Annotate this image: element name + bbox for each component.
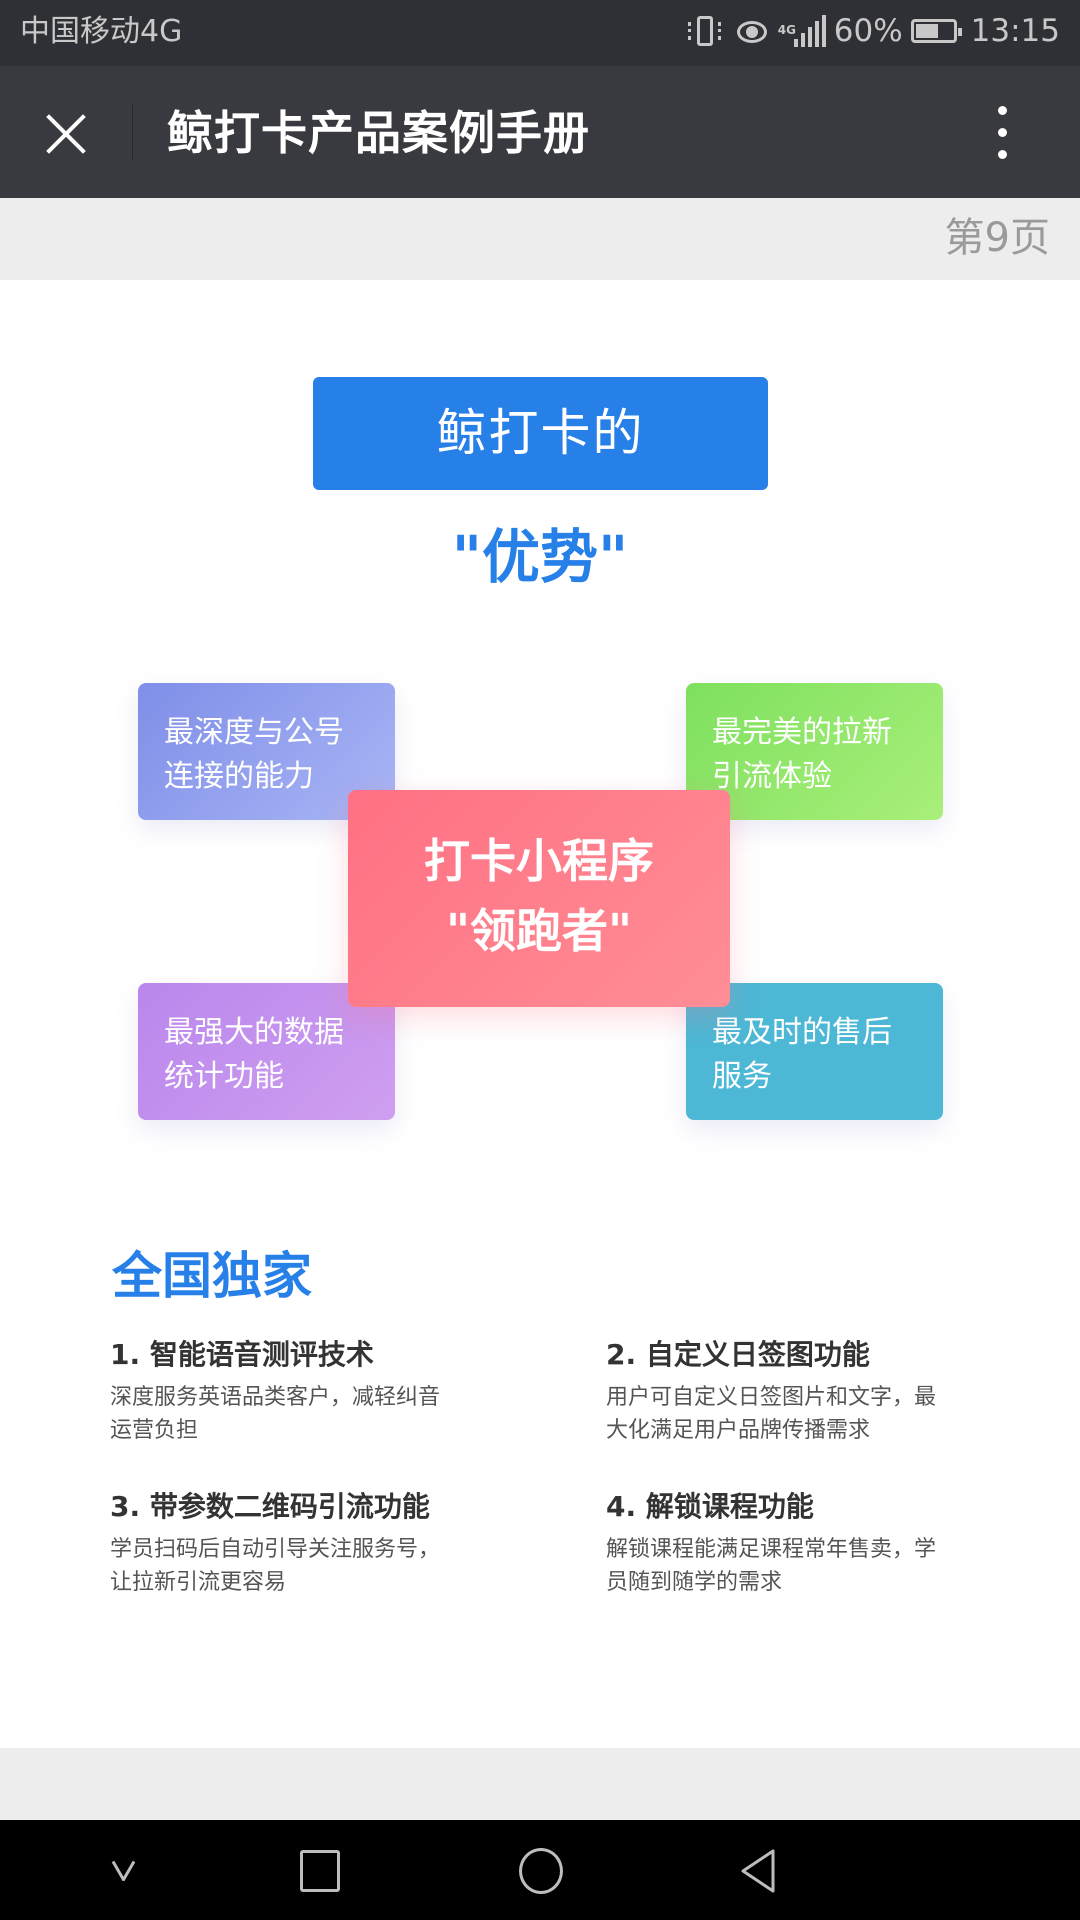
feature-item: 2. 自定义日签图功能 用户可自定义日签图片和文字，最大化满足用户品牌传播需求 xyxy=(606,1335,1006,1447)
exclusive-title: 全国独家 xyxy=(112,1247,312,1305)
feature-desc: 学员扫码后自动引导关注服务号，让拉新引流更容易 xyxy=(110,1537,441,1595)
feature-desc: 用户可自定义日签图片和文字，最大化满足用户品牌传播需求 xyxy=(606,1385,937,1443)
status-icons: 4G 60% 13:15 xyxy=(686,12,1060,50)
clock: 13:15 xyxy=(970,13,1060,49)
back-icon[interactable] xyxy=(738,1848,778,1894)
webview-toolbar: 鲸打卡产品案例手册 xyxy=(0,66,1080,198)
slide-content[interactable]: 鲸打卡的 "优势" 最深度与公号 连接的能力 最完美的拉新 引流体验 最强大的数… xyxy=(0,280,1080,1748)
card-text-line: 引流体验 xyxy=(712,759,832,794)
feature-title: 4. 解锁课程功能 xyxy=(606,1490,814,1523)
card-text-line: 最及时的售后 xyxy=(712,1015,892,1050)
center-card-leader: 打卡小程序 "领跑者" xyxy=(348,790,730,1007)
battery-icon xyxy=(910,19,962,43)
page-number: 第9页 xyxy=(944,215,1050,261)
advantage-card-after-sales: 最及时的售后 服务 xyxy=(686,983,943,1120)
feature-desc: 解锁课程能满足课程常年售卖，学员随到随学的需求 xyxy=(606,1537,937,1595)
vibrate-icon xyxy=(686,14,726,48)
feature-item: 1. 智能语音测评技术 深度服务英语品类客户，减轻纠音运营负担 xyxy=(110,1335,510,1447)
recents-icon[interactable] xyxy=(300,1850,340,1892)
center-card-line: "领跑者" xyxy=(446,904,632,958)
feature-item: 4. 解锁课程功能 解锁课程能满足课程常年售卖，学员随到随学的需求 xyxy=(606,1487,1006,1599)
bottom-spacer xyxy=(0,1748,1080,1820)
advantages-heading: "优势" xyxy=(451,523,629,591)
network-type-label: 4G xyxy=(777,23,796,37)
battery-percent: 60% xyxy=(833,13,903,49)
feature-title: 2. 自定义日签图功能 xyxy=(606,1338,870,1371)
eye-icon xyxy=(734,15,770,47)
page-title: 鲸打卡产品案例手册 xyxy=(167,106,590,160)
more-vertical-icon[interactable] xyxy=(990,102,1014,162)
feature-title: 1. 智能语音测评技术 xyxy=(110,1338,374,1371)
home-icon[interactable] xyxy=(519,1848,563,1894)
card-text-line: 服务 xyxy=(712,1059,772,1094)
signal-icon: 4G xyxy=(778,15,826,47)
hide-nav-icon[interactable] xyxy=(110,1860,138,1880)
carrier-label: 中国移动4G xyxy=(20,14,183,49)
status-bar: 中国移动4G 4G 60% 13:15 xyxy=(0,0,1080,66)
close-icon[interactable] xyxy=(38,106,94,162)
card-text-line: 最强大的数据 xyxy=(164,1015,344,1050)
card-text-line: 最深度与公号 xyxy=(164,715,344,750)
headline-banner: 鲸打卡的 xyxy=(313,377,768,490)
toolbar-divider xyxy=(132,104,133,160)
center-card-line: 打卡小程序 xyxy=(424,834,654,888)
system-nav-bar xyxy=(0,1820,1080,1920)
page-indicator-bar: 第9页 xyxy=(0,198,1080,280)
card-text-line: 最完美的拉新 xyxy=(712,715,892,750)
feature-desc: 深度服务英语品类客户，减轻纠音运营负担 xyxy=(110,1385,441,1443)
card-text-line: 统计功能 xyxy=(164,1059,284,1094)
feature-item: 3. 带参数二维码引流功能 学员扫码后自动引导关注服务号，让拉新引流更容易 xyxy=(110,1487,510,1599)
advantage-card-official-account: 最深度与公号 连接的能力 xyxy=(138,683,395,820)
card-text-line: 连接的能力 xyxy=(164,759,314,794)
feature-title: 3. 带参数二维码引流功能 xyxy=(110,1490,430,1523)
